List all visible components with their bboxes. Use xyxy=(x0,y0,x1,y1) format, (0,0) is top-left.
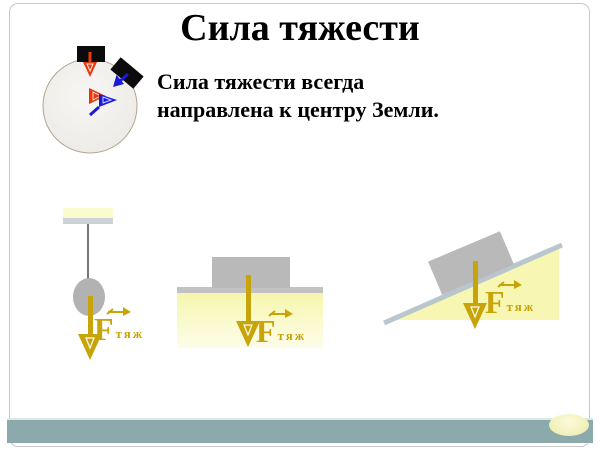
force-subscript: тяж xyxy=(115,326,145,341)
red-force-flag-icon xyxy=(89,88,106,104)
blue-force-flag-icon xyxy=(89,94,117,117)
blue-arrow-shaft xyxy=(119,72,129,83)
force-label-pendulum: F тяж xyxy=(94,304,145,347)
earth-diagram xyxy=(42,46,144,154)
vector-arrow-icon xyxy=(268,309,293,318)
ceiling-bar-edge xyxy=(63,218,113,224)
gravity-arrow-flat xyxy=(236,275,260,347)
slide-border xyxy=(9,3,590,447)
nav-oval-button[interactable] xyxy=(549,414,589,436)
red-arrow-head-inner xyxy=(86,63,94,73)
body-text-line2: направлена к центру Земли. xyxy=(157,97,439,122)
force-subscript: тяж xyxy=(277,328,307,343)
block-on-incline xyxy=(428,231,514,295)
blue-arrow-head xyxy=(113,75,124,87)
vector-arrow-icon xyxy=(106,307,131,316)
footer-bar xyxy=(7,418,593,443)
red-arrow-shaft xyxy=(88,52,92,64)
force-symbol: F xyxy=(485,284,505,320)
force-label-incline: F тяж xyxy=(485,277,536,320)
body-text: Сила тяжести всегда направлена к центру … xyxy=(157,68,487,124)
force-label-flat: F тяж xyxy=(256,306,307,349)
ceiling-bar xyxy=(63,208,113,218)
slide-title: Сила тяжести xyxy=(180,7,420,49)
force-symbol: F xyxy=(256,313,276,349)
red-arrow-head xyxy=(83,62,97,77)
vector-arrow-icon xyxy=(497,280,522,289)
force-symbol: F xyxy=(94,311,114,347)
force-subscript: тяж xyxy=(506,299,536,314)
body-text-line1: Сила тяжести всегда xyxy=(157,69,365,94)
gravity-arrow-pendulum xyxy=(78,296,102,360)
gravity-arrow-incline xyxy=(463,261,487,329)
